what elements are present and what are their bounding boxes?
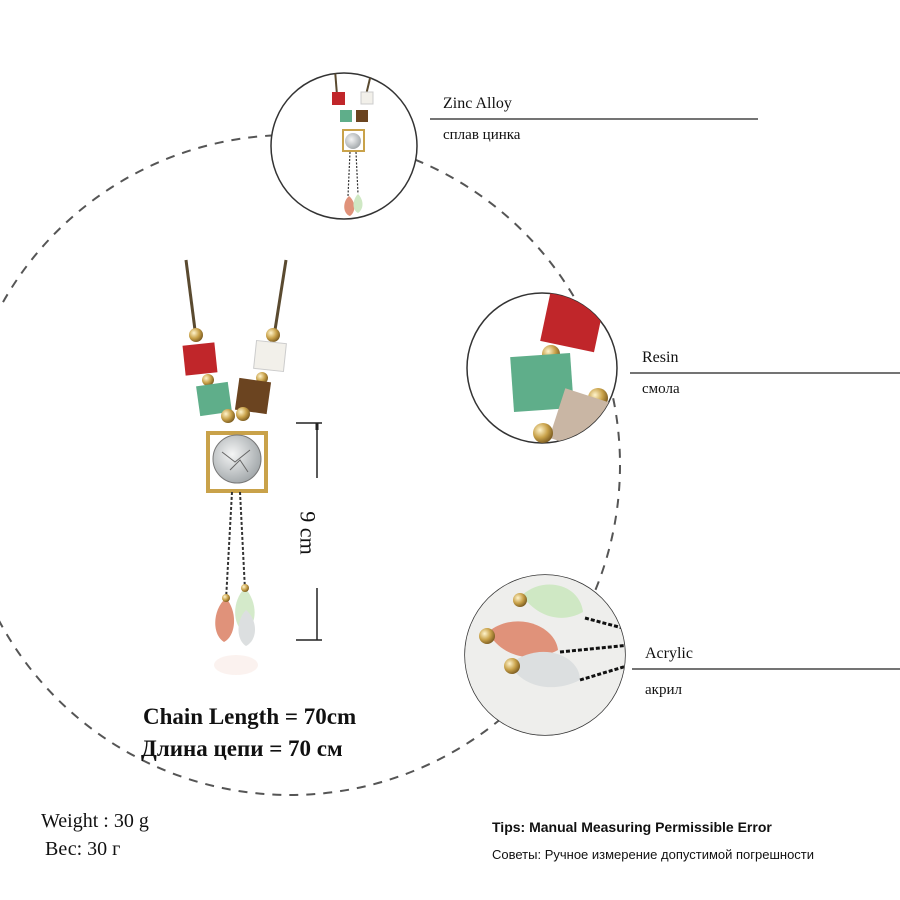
material-label-ru: сплав цинка — [443, 127, 521, 143]
chain-length-ru: Длина цепи = 70 см — [141, 736, 343, 761]
material-label-ru: акрил — [645, 682, 682, 698]
material-label-en: Zinc Alloy — [443, 95, 512, 112]
material-label-en: Resin — [642, 349, 679, 366]
material-label-en: Acrylic — [645, 645, 693, 662]
material-label-ru: смола — [642, 381, 680, 397]
dimension-marker — [296, 422, 322, 641]
detail-circle-resin — [466, 292, 618, 444]
tips-ru: Советы: Ручное измерение допустимой погр… — [492, 847, 815, 862]
chain-length-en: Chain Length = 70cm — [143, 704, 357, 729]
detail-circle-zinc-alloy — [270, 72, 418, 220]
detail-circle-acrylic — [464, 574, 626, 736]
dimension-label: 9 cm — [295, 511, 321, 555]
weight-ru: Вес: 30 г — [45, 838, 121, 860]
weight-en: Weight : 30 g — [41, 810, 149, 832]
tips-en: Tips: Manual Measuring Permissible Error — [492, 819, 772, 835]
necklace-main — [182, 259, 288, 675]
